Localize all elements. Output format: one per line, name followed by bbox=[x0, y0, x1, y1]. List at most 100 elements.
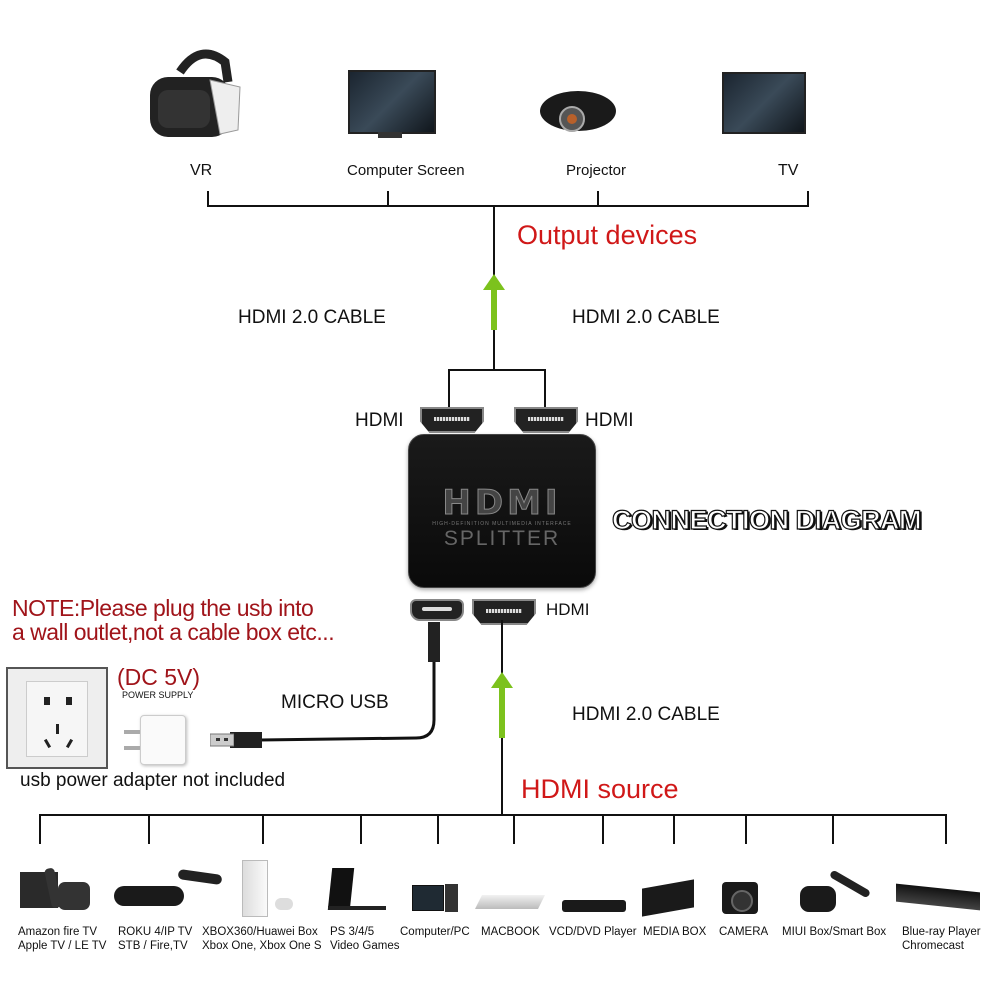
bracket-tick bbox=[262, 814, 264, 844]
vr-headset-icon bbox=[150, 49, 241, 137]
source-line1: Blue-ray Player bbox=[902, 926, 981, 938]
streaming-box-puck bbox=[58, 882, 90, 910]
bracket-tick bbox=[387, 191, 389, 207]
bluray-player-icon bbox=[896, 883, 980, 911]
arrow-up-icon bbox=[491, 672, 513, 738]
source-line1: XBOX360/Huawei Box bbox=[202, 926, 318, 938]
smart-box-icon bbox=[800, 886, 836, 912]
monitor-stand bbox=[378, 132, 402, 138]
adapter-note: usb power adapter not included bbox=[20, 770, 286, 791]
source-line1: ROKU 4/IP TV bbox=[118, 926, 193, 938]
bracket-tick bbox=[673, 814, 675, 844]
output-label-vr: VR bbox=[190, 162, 213, 179]
output-label-computer-screen: Computer Screen bbox=[347, 162, 465, 179]
output-label-tv: TV bbox=[778, 162, 799, 179]
source-label: MIUI Box/Smart Box bbox=[782, 925, 886, 939]
usb-plug-icon bbox=[210, 733, 234, 747]
ps-base bbox=[328, 906, 386, 910]
bracket-tick bbox=[437, 814, 439, 844]
source-line2: Apple TV / LE TV bbox=[18, 940, 107, 952]
source-label: MACBOOK bbox=[481, 925, 540, 939]
output-label-projector: Projector bbox=[566, 162, 627, 179]
micro-usb-cable bbox=[230, 622, 440, 748]
cable-label-right: HDMI 2.0 CABLE bbox=[572, 307, 720, 328]
source-line1: Amazon fire TV bbox=[18, 926, 98, 938]
out-port-label-left: HDMI bbox=[355, 410, 404, 431]
source-line1: MACBOOK bbox=[481, 926, 540, 938]
source-line1: Computer/PC bbox=[400, 926, 470, 938]
hdmi-logo-subtitle: HIGH-DEFINITION MULTIMEDIA INTERFACE bbox=[432, 521, 572, 527]
computer-tower bbox=[445, 884, 458, 912]
hdmi-logo: HDMI bbox=[442, 483, 562, 524]
xbox-icon bbox=[242, 860, 268, 917]
hdmi-in-port[interactable] bbox=[472, 599, 536, 625]
fork-left bbox=[448, 369, 450, 409]
in-port-label: HDMI bbox=[546, 600, 590, 619]
micro-usb-label: MICRO USB bbox=[281, 692, 389, 713]
fork-right bbox=[544, 369, 546, 409]
power-supply-label: POWER SUPPLY bbox=[122, 690, 194, 700]
bracket-tick bbox=[39, 814, 41, 844]
monitor-icon bbox=[348, 70, 436, 134]
source-label: XBOX360/Huawei Box Xbox One, Xbox One S bbox=[202, 925, 322, 953]
source-label: MEDIA BOX bbox=[643, 925, 706, 939]
source-line2: Xbox One, Xbox One S bbox=[202, 940, 322, 952]
bracket-tick bbox=[148, 814, 150, 844]
source-line1: MEDIA BOX bbox=[643, 926, 707, 938]
out-port-label-right: HDMI bbox=[585, 410, 634, 431]
adapter-prong bbox=[124, 730, 140, 734]
source-line1: CAMERA bbox=[719, 926, 769, 938]
source-line2: Video Games bbox=[330, 940, 400, 952]
bracket-tick bbox=[602, 814, 604, 844]
tv-icon bbox=[722, 72, 806, 134]
source-label: ROKU 4/IP TV STB / Fire,TV bbox=[118, 925, 192, 953]
hdmi-source-heading: HDMI source bbox=[521, 774, 679, 804]
bracket-tick bbox=[807, 191, 809, 207]
source-line1: VCD/DVD Player bbox=[549, 926, 637, 938]
dvd-player-icon bbox=[562, 900, 626, 912]
bracket-tick bbox=[207, 191, 209, 207]
diagram-title: CONNECTION DIAGRAM bbox=[611, 504, 922, 535]
hdmi-out-port-left[interactable] bbox=[420, 407, 484, 433]
projector-icon bbox=[540, 91, 616, 132]
roku-remote bbox=[177, 868, 223, 886]
cable-label-left: HDMI 2.0 CABLE bbox=[238, 307, 386, 328]
output-fork bbox=[448, 369, 546, 371]
source-label: PS 3/4/5 Video Games bbox=[330, 925, 399, 953]
playstation-icon bbox=[327, 868, 355, 910]
laptop-icon bbox=[475, 895, 545, 909]
bracket-tick bbox=[597, 191, 599, 207]
output-bracket bbox=[207, 205, 809, 207]
power-adapter-icon bbox=[140, 715, 186, 765]
adapter-prong bbox=[124, 746, 140, 750]
bracket-tick bbox=[513, 814, 515, 844]
source-line2: STB / Fire,TV bbox=[118, 940, 188, 952]
media-box-icon bbox=[642, 879, 694, 917]
roku-icon bbox=[114, 886, 184, 906]
output-devices-heading: Output devices bbox=[517, 220, 698, 250]
power-note-line1: NOTE:Please plug the usb into bbox=[12, 595, 314, 621]
hdmi-splitter-device: HDMI HIGH-DEFINITION MULTIMEDIA INTERFAC… bbox=[408, 434, 596, 588]
arrow-up-icon bbox=[483, 274, 505, 330]
xbox-controller bbox=[275, 898, 293, 910]
power-note: NOTE:Please plug the usb into a wall out… bbox=[12, 595, 335, 645]
camera-icon bbox=[722, 882, 758, 914]
source-line2: Chromecast bbox=[902, 940, 964, 952]
source-line1: PS 3/4/5 bbox=[330, 926, 375, 938]
wall-outlet-icon bbox=[6, 667, 108, 769]
input-cable-label: HDMI 2.0 CABLE bbox=[572, 704, 720, 725]
bracket-tick bbox=[945, 814, 947, 844]
bracket-tick bbox=[832, 814, 834, 844]
splitter-name: SPLITTER bbox=[443, 527, 561, 550]
micro-usb-port[interactable] bbox=[410, 599, 464, 621]
computer-icon bbox=[412, 885, 444, 911]
source-label: Amazon fire TV Apple TV / LE TV bbox=[18, 925, 106, 953]
source-label: Computer/PC bbox=[400, 925, 470, 939]
power-note-line2: a wall outlet,not a cable box etc... bbox=[12, 619, 335, 645]
bracket-tick bbox=[360, 814, 362, 844]
source-label: Blue-ray Player Chromecast bbox=[902, 925, 981, 953]
source-line1: MIUI Box/Smart Box bbox=[782, 926, 887, 938]
voltage-label: (DC 5V) bbox=[117, 664, 201, 690]
source-label: VCD/DVD Player bbox=[549, 925, 637, 939]
hdmi-out-port-right[interactable] bbox=[514, 407, 578, 433]
